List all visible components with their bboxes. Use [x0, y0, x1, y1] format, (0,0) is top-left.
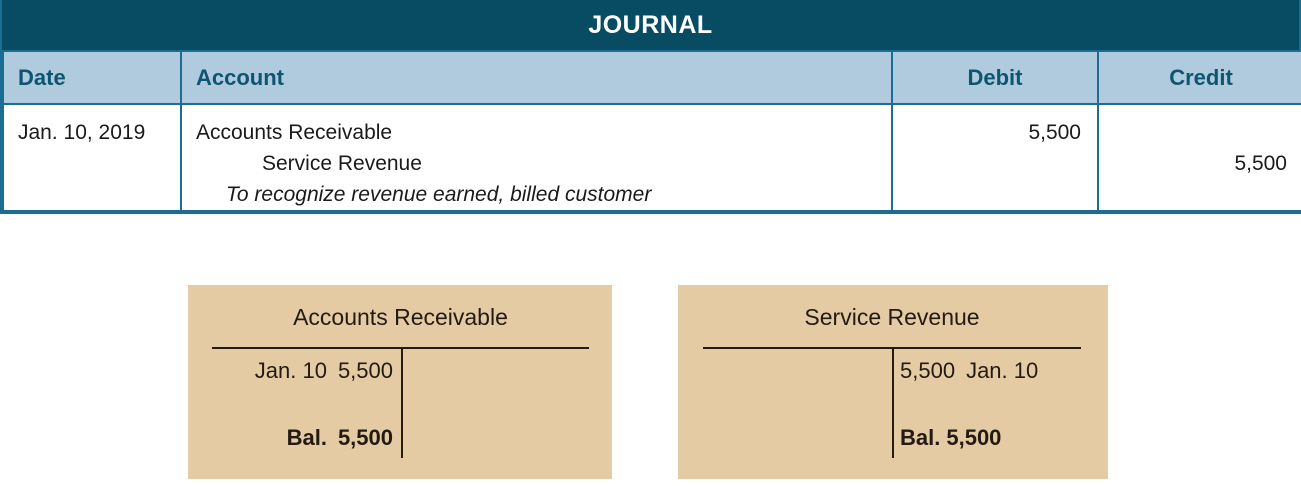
t-account-title: Service Revenue [804, 304, 980, 330]
journal-entry-credit-amount: 5,500 [1234, 152, 1287, 175]
column-header-credit: Credit [1097, 50, 1301, 105]
t-account-top-rule [212, 347, 589, 349]
journal-table-container: JOURNAL Date Account Debit Credit [0, 0, 1301, 214]
column-header-debit-label: Debit [967, 64, 1023, 90]
column-header-account-label: Account [196, 64, 284, 90]
journal-entry-credit-cell: 5,500 [1097, 103, 1301, 212]
column-header-debit: Debit [891, 50, 1099, 105]
t-account-balance-row: Bal.5,500 [894, 425, 1001, 451]
t-account-debit-entry-label: Jan. 10 [254, 358, 327, 383]
journal-entry-date-cell: Jan. 10, 2019 [2, 103, 182, 212]
journal-table: Date Account Debit Credit Jan. 10, 2019 [2, 50, 1301, 212]
t-account-balance-row: Bal. 5,500 [287, 425, 399, 451]
t-account-accounts-receivable: Accounts Receivable Jan. 10 5,500 Bal. 5,5… [188, 285, 612, 479]
t-account-credit-entry-amount: 5,500 [900, 358, 956, 383]
journal-entry-debit-amount: 5,500 [1028, 121, 1081, 144]
t-account-debit-entry-amount: 5,500 [337, 358, 393, 383]
journal-entry-debit-account: Accounts Receivable [196, 121, 393, 144]
journal-entry-date: Jan. 10, 2019 [18, 121, 146, 144]
column-header-date-label: Date [18, 64, 66, 90]
t-account-balance-label: Bal. [900, 425, 941, 450]
t-account-debit-entry: Jan. 10 5,500 [255, 358, 399, 384]
t-account-title: Accounts Receivable [293, 304, 508, 330]
journal-entry-debit-cell: 5,500 [891, 103, 1099, 212]
t-account-credit-entry-label: Jan. 10 [966, 358, 1039, 383]
column-header-account: Account [180, 50, 893, 105]
t-account-balance-label: Bal. [286, 425, 327, 450]
journal-title-text: JOURNAL [588, 10, 713, 39]
journal-title-bar: JOURNAL [2, 0, 1299, 50]
journal-entry-memo: To recognize revenue earned, billed cust… [226, 183, 652, 206]
t-account-vertical-rule [401, 347, 403, 458]
journal-entry-credit-account: Service Revenue [262, 152, 422, 175]
journal-entry-account-cell: Accounts Receivable Service Revenue To r… [180, 103, 893, 212]
table-row: Jan. 10, 2019 Accounts Receivable Servic… [2, 103, 1301, 212]
column-header-date: Date [2, 50, 182, 105]
journal-header-row: Date Account Debit Credit [2, 50, 1301, 105]
t-account-credit-entry: 5,500 Jan. 10 [894, 358, 1038, 384]
column-header-credit-label: Credit [1169, 64, 1233, 90]
t-account-vertical-rule [892, 347, 894, 458]
t-account-balance-amount: 5,500 [337, 425, 393, 450]
t-account-balance-amount: 5,500 [946, 425, 1002, 450]
